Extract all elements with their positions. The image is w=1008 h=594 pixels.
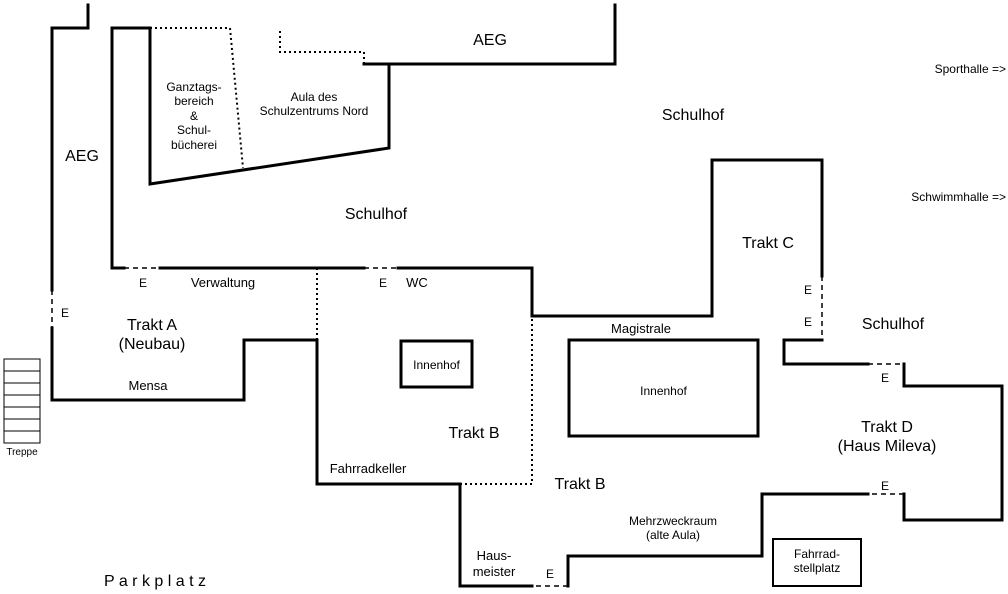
- wall-trakt-a-west: [50, 326, 319, 402]
- label-treppe: Treppe: [6, 447, 38, 458]
- wall-aeg-inner: [110, 26, 152, 270]
- wall-trakt-b-north: [396, 158, 824, 318]
- innenhof-b-box: [399, 339, 474, 389]
- label-ganztag: Ganztags- bereich & Schul- bücherei: [166, 80, 222, 152]
- label-mensa: Mensa: [128, 378, 168, 393]
- wall-fahrradkeller: [315, 338, 462, 486]
- label-trakt-b-outer: Trakt B: [554, 476, 606, 493]
- wall-aeg-left: [50, 3, 90, 292]
- wall-aeg-top: [387, 3, 617, 66]
- entrance-trakt-d-bottom: E: [880, 479, 889, 493]
- entrance-hausmeister: E: [545, 567, 554, 581]
- label-fahrradkeller: Fahrradkeller: [329, 461, 407, 476]
- entrance-trakt-d-top: E: [880, 371, 889, 385]
- label-wc: WC: [406, 275, 428, 290]
- entrance-verwaltung: E: [138, 276, 147, 290]
- wall-ganztag: [148, 26, 391, 186]
- label-schulhof-center: Schulhof: [344, 206, 408, 223]
- wall-trakt-d: [902, 362, 1004, 522]
- wall-hausmeister: [458, 482, 534, 588]
- dotted-trakt-b-south: [460, 316, 533, 485]
- treppe-icon: [3, 358, 41, 444]
- entrance-trakt-c-2: E: [803, 315, 812, 329]
- label-mehrzweckraum: Mehrzweckraum (alte Aula): [628, 514, 718, 543]
- label-schulhof-right: Schulhof: [861, 316, 925, 333]
- label-trakt-d: Trakt D (Haus Mileva): [837, 419, 937, 456]
- label-innenhof-main: Innenhof: [640, 384, 687, 398]
- label-sporthalle: Sporthalle =>: [934, 62, 1006, 76]
- dotted-ganztag-top: [150, 27, 244, 169]
- innenhof-main-box: [567, 338, 760, 438]
- label-parkplatz: P a r k p l a t z: [104, 573, 206, 590]
- label-aula: Aula des Schulzentrums Nord: [259, 90, 369, 119]
- label-trakt-b-inner: Trakt B: [448, 425, 500, 442]
- wall-mehrzweck: [566, 492, 870, 588]
- entrance-trakt-c-1: E: [803, 283, 812, 297]
- fahrradstellplatz-box: [772, 538, 862, 587]
- dotted-aula-top: [279, 28, 365, 64]
- label-innenhof-b: Innenhof: [413, 358, 460, 372]
- label-hausmeister: Haus- meister: [472, 548, 516, 579]
- wall-trakt-c-south: [782, 338, 870, 366]
- label-aeg-left: AEG: [65, 148, 99, 165]
- label-fahrradstellplatz: Fahrrad- stellplatz: [793, 547, 841, 576]
- label-verwaltung: Verwaltung: [190, 275, 256, 290]
- entrance-wc: E: [378, 276, 387, 290]
- label-aeg-top: AEG: [473, 32, 507, 49]
- label-magistrale: Magistrale: [611, 321, 671, 336]
- label-schwimmhalle: Schwimmhalle =>: [911, 190, 1006, 204]
- label-schulhof-top: Schulhof: [661, 107, 725, 124]
- label-trakt-a: Trakt A (Neubau): [118, 317, 186, 354]
- entrance-trakt-a: E: [60, 306, 69, 320]
- label-trakt-c: Trakt C: [742, 235, 794, 252]
